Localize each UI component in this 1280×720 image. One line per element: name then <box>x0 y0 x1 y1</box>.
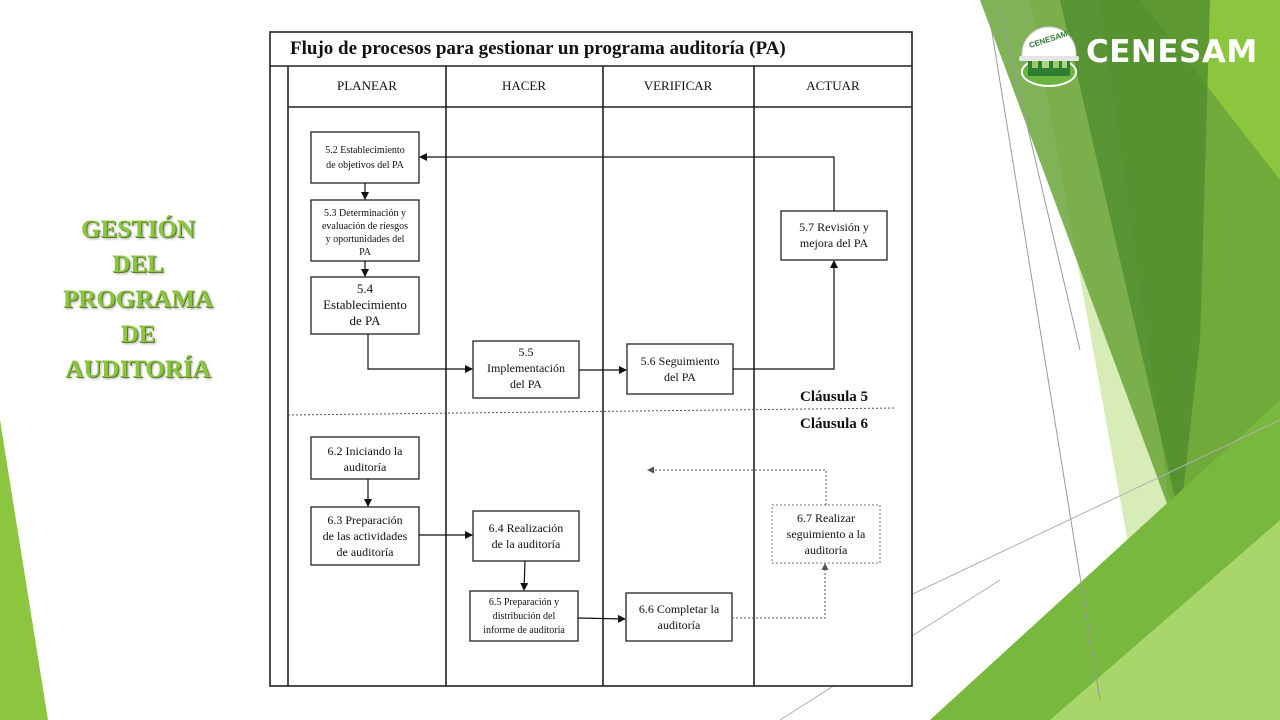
side-title-line: PROGRAMA <box>63 286 213 313</box>
right-dark-shape <box>1060 0 1210 520</box>
column-header-planear: PLANEAR <box>337 78 397 93</box>
arrow-6-6-to-6-7 <box>732 563 829 619</box>
side-title: GESTIÓN DEL PROGRAMA DE AUDITORÍA <box>40 212 236 387</box>
clause-divider <box>287 407 897 416</box>
brand-name: CENESAM <box>1086 34 1258 70</box>
arrow-5-6-to-5-7 <box>733 260 838 370</box>
arrow-5-7-to-5-2 <box>419 153 835 211</box>
deco-line <box>999 9 1081 351</box>
clause5-label: Cláusula 5 <box>800 389 868 405</box>
deco-line <box>989 19 1101 701</box>
left-green-strip <box>0 420 48 720</box>
arrow-6-5-to-6-6 <box>577 614 626 623</box>
process-flow-diagram: Flujo de procesos para gestionar un prog… <box>269 31 913 687</box>
arrow-6-7-return <box>647 466 827 505</box>
column-header-actuar: ACTUAR <box>806 78 860 93</box>
diagram-frame <box>269 31 913 687</box>
bottom-light-shape <box>1050 520 1280 720</box>
brand: CENESAM CENESAM <box>1016 14 1272 92</box>
diagram-title: Flujo de procesos para gestionar un prog… <box>290 38 786 59</box>
side-title-line: AUDITORÍA <box>65 356 211 383</box>
cenesam-logo-icon: CENESAM <box>1019 26 1079 87</box>
side-title-line: DEL <box>112 251 164 278</box>
arrow-6-4-to-6-5 <box>520 560 529 591</box>
side-title-line: DE <box>120 321 156 348</box>
clause6-label: Cláusula 6 <box>800 416 868 432</box>
column-header-hacer: HACER <box>502 78 546 93</box>
side-title-line: GESTIÓN <box>81 216 195 243</box>
deco-line <box>899 419 1280 601</box>
arrow-5-4-to-5-5 <box>367 334 473 373</box>
column-header-verificar: VERIFICAR <box>644 78 713 93</box>
